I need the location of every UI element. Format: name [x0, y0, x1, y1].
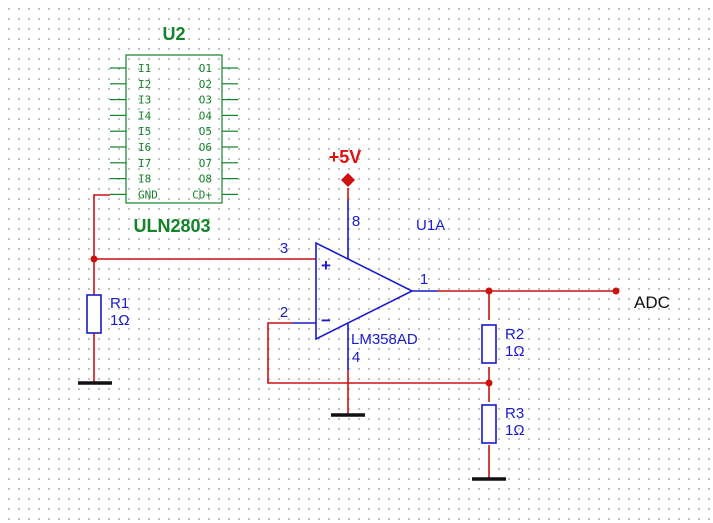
u2-pin-label-right: O6 — [199, 141, 212, 154]
resistor-r2[interactable]: R2 1Ω — [481, 324, 525, 364]
r2-value-label: 1Ω — [505, 343, 525, 360]
u2-pin-label-right: O4 — [199, 109, 213, 122]
opamp-plus-symbol: + — [321, 256, 331, 275]
opamp-part-label: LM358AD — [351, 331, 418, 348]
opamp-pin4-label: 4 — [352, 349, 360, 366]
power-label: +5V — [329, 147, 362, 167]
output-terminal-dot[interactable] — [612, 287, 620, 295]
u2-pin-label-right: O7 — [199, 157, 212, 170]
u2-pin-label-right: O1 — [199, 62, 212, 75]
opamp-ref-label: U1A — [416, 217, 445, 234]
u2-pin-label-right: O3 — [199, 94, 212, 107]
diamond-power-icon — [341, 173, 355, 187]
resistor-r3[interactable]: R3 1Ω — [481, 404, 525, 444]
r1-ref-label: R1 — [110, 295, 129, 312]
u2-pin-label-right: CD+ — [192, 188, 212, 201]
r1-value-label: 1Ω — [110, 312, 130, 329]
u2-pin-label-left: I1 — [138, 62, 151, 75]
opamp-pin2-label: 2 — [280, 304, 288, 321]
junction-dot-icon — [485, 287, 493, 295]
junction-dot-icon — [90, 255, 98, 263]
u2-pin-stubs — [110, 67, 238, 195]
r2-body — [481, 324, 497, 364]
r3-ref-label: R3 — [505, 405, 524, 422]
u2-pin-label-right: O2 — [199, 78, 212, 91]
r3-value-label: 1Ω — [505, 422, 525, 439]
u2-part-label: ULN2803 — [133, 216, 210, 236]
u2-pin-label-left: I2 — [138, 78, 151, 91]
opamp-pin1-label: 1 — [420, 271, 428, 288]
u2-pin-label-right: O8 — [199, 173, 212, 186]
r2-ref-label: R2 — [505, 326, 524, 343]
u2-pin-label-left: I4 — [138, 109, 152, 122]
u2-pin-label-left: I6 — [138, 141, 151, 154]
opamp-pin8-label: 8 — [352, 213, 360, 230]
u2-body — [125, 54, 223, 204]
r1-body — [86, 294, 102, 334]
opamp-pin3-label: 3 — [280, 240, 288, 257]
r3-body — [481, 404, 497, 444]
junction-dot-icon — [485, 379, 493, 387]
u2-pin-label-left: I7 — [138, 157, 151, 170]
u2-pin-label-left: I3 — [138, 94, 151, 107]
u2-pin-label-left: I8 — [138, 173, 151, 186]
wire-feedback[interactable] — [267, 322, 489, 384]
power-5v[interactable]: +5V — [329, 147, 362, 187]
opamp-minus-symbol: − — [321, 311, 331, 330]
opamp-triangle — [315, 241, 414, 341]
wire-gnd-to-node[interactable] — [93, 194, 110, 295]
adc-output-label: ADC — [634, 293, 670, 312]
u2-ref-label: U2 — [162, 24, 185, 44]
u2-pin-label-left: I5 — [138, 125, 151, 138]
u2-pin-label-right: O5 — [199, 125, 212, 138]
lm358-opamp[interactable]: + − 3 2 1 8 4 U1A LM358AD — [280, 200, 445, 370]
u2-pin-label-left: GND — [138, 188, 158, 201]
resistor-r1[interactable]: R1 1Ω — [86, 294, 130, 334]
